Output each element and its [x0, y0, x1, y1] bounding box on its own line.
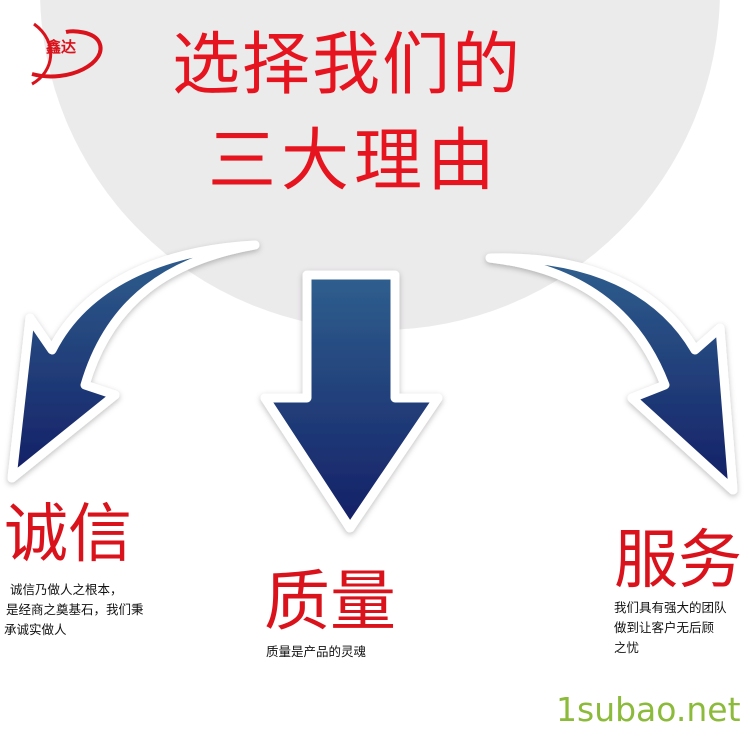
integrity-line: 诚信乃做人之根本，	[10, 582, 123, 597]
left-arrow	[7, 240, 260, 483]
logo: 鑫达	[14, 12, 109, 87]
logo-swoosh-icon	[31, 22, 103, 86]
service-text: 我们具有强大的团队 做到让客户无后顾 之忧	[614, 598, 727, 658]
service-line: 我们具有强大的团队	[614, 600, 727, 615]
integrity-line: 是经商之奠基石，我们秉	[6, 602, 144, 617]
logo-text: 鑫达	[46, 38, 77, 56]
right-arrow	[485, 253, 738, 495]
integrity-text: 诚信乃做人之根本， 是经商之奠基石，我们秉 承诚实做人	[4, 580, 144, 640]
service-line: 做到让客户无后顾	[614, 620, 715, 635]
quality-text: 质量是产品的灵魂	[266, 644, 367, 659]
heading-quality: 质量	[264, 563, 396, 640]
watermark: 1subao.net	[556, 690, 741, 729]
integrity-line: 承诚实做人	[4, 622, 67, 637]
title-line-2: 三大理由	[208, 122, 501, 201]
service-line: 之忧	[614, 640, 640, 655]
title-line-1: 选择我们的	[172, 26, 523, 105]
heading-integrity: 诚信	[4, 498, 132, 572]
heading-service: 服务	[614, 524, 742, 598]
middle-arrow	[260, 270, 443, 533]
